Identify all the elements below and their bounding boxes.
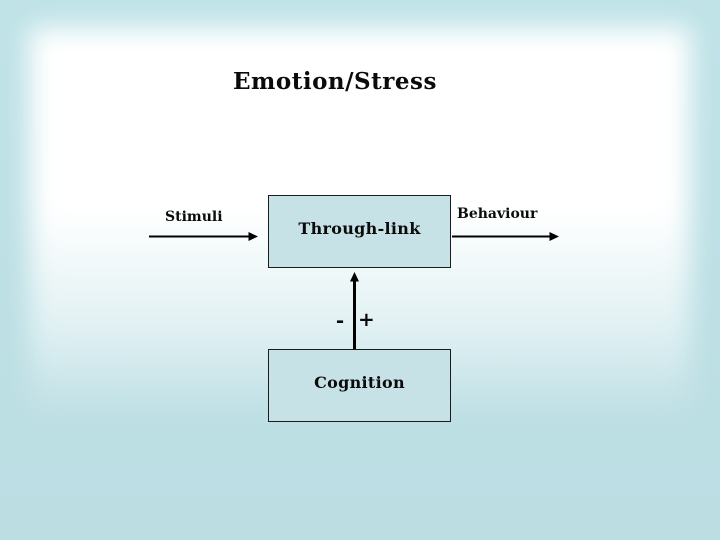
cognition-box-label: Cognition — [314, 373, 405, 392]
minus-sign: - — [335, 308, 345, 332]
through-link-box-label: Through-link — [298, 219, 421, 238]
slide-title: Emotion/Stress — [233, 68, 437, 95]
through-link-box: Through-link — [268, 195, 451, 268]
behaviour-label: Behaviour — [457, 206, 538, 222]
stimuli-label: Stimuli — [165, 209, 223, 225]
plus-sign: + — [358, 307, 375, 331]
cognition-box: Cognition — [268, 349, 451, 422]
